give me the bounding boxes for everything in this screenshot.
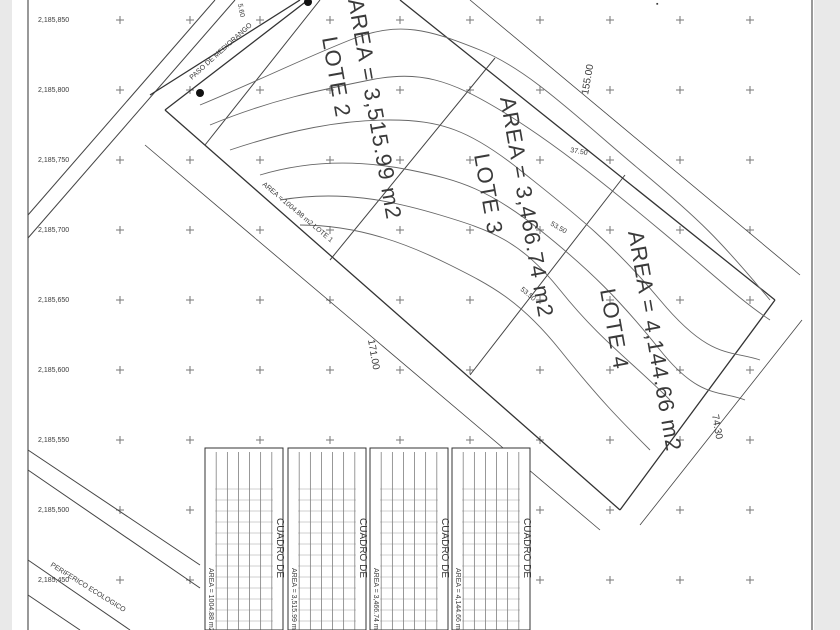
- grid-label: 2,185,550: [38, 437, 69, 444]
- dim-right: 74.30: [709, 414, 724, 441]
- road-lines: [27, 0, 236, 630]
- table-area: AREA = 4,144.66 m2: [454, 568, 461, 630]
- table-area: AREA = 3,466.74 m2: [372, 568, 379, 630]
- survey-point: [304, 0, 312, 6]
- parcel-outline: [149, 0, 776, 511]
- dim-bottom: 171.00: [365, 339, 381, 371]
- table-title: CUADRO DE: [439, 518, 450, 578]
- corner-mark: ▪: [656, 1, 659, 8]
- table-frame: [287, 447, 367, 630]
- contour-lines: [199, 28, 771, 451]
- grid-labels: 2,185,850 2,185,800 2,185,750 2,185,700 …: [38, 17, 69, 584]
- dim-seg1: 37.50: [570, 147, 589, 157]
- grid-label: 2,185,600: [38, 367, 69, 374]
- dim-left-top: 5.60: [236, 3, 245, 18]
- table-area: AREA = 1004.88 m2: [207, 568, 214, 630]
- table-area: AREA = 3,515.99 m2: [290, 568, 297, 630]
- grid-label: 2,185,650: [38, 297, 69, 304]
- survey-point: [196, 89, 204, 97]
- table-title: CUADRO DE: [357, 518, 368, 578]
- coordinate-grid: [116, 16, 754, 584]
- table-title: CUADRO DE: [521, 518, 532, 578]
- dim-top: 155.00: [580, 63, 596, 95]
- data-tables: CUADRO DE AREA = 1004.88 m2 CUADRO DE AREA …: [204, 447, 532, 630]
- grid-label: 2,185,500: [38, 507, 69, 514]
- grid-label: 2,185,700: [38, 227, 69, 234]
- grid-label: 2,185,800: [38, 87, 69, 94]
- table-title: CUADRO DE: [274, 518, 285, 578]
- grid-label: 2,185,450: [38, 577, 69, 584]
- table-frame: [451, 447, 531, 630]
- table-frame: [204, 447, 284, 630]
- grid-label: 2,185,750: [38, 157, 69, 164]
- table-frame: [369, 447, 449, 630]
- grid-label: 2,185,850: [38, 17, 69, 24]
